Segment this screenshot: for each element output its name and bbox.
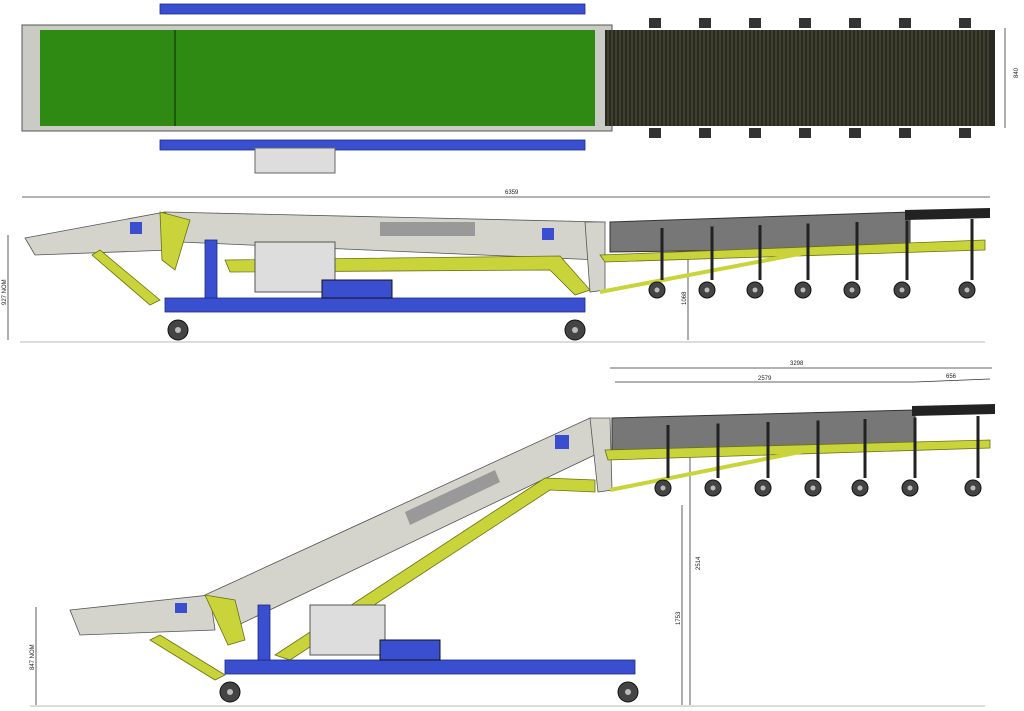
dim-outlet-height: 1068 <box>682 291 688 305</box>
dim-extension-rollers: 2579 <box>758 376 772 382</box>
caster-top <box>699 128 711 138</box>
belt <box>40 30 595 126</box>
dim-extension-total: 3298 <box>790 361 804 367</box>
side-view-raised: 3298 2579 656 2514 1753 847 NOM <box>30 361 995 707</box>
caster-top <box>699 18 711 28</box>
caster-top <box>959 128 971 138</box>
caster-top <box>799 128 811 138</box>
caster-top <box>959 18 971 28</box>
dim-inlet-height: 927 NOM <box>2 279 8 305</box>
dim-outlet-height-max: 2514 <box>696 556 702 570</box>
dim-inlet-height-raised: 847 NOM <box>30 644 36 670</box>
dim-extension-end: 656 <box>946 374 957 380</box>
caster-top <box>849 18 861 28</box>
dim-width: 840 <box>1014 67 1020 78</box>
caster-top <box>899 128 911 138</box>
side-view-lowered: 6359 927 NOM 1068 <box>2 190 990 343</box>
dim-overall-length: 6359 <box>505 190 519 196</box>
control-box-raised <box>309 604 386 656</box>
caster-top <box>899 18 911 28</box>
caster-top <box>849 128 861 138</box>
caster-top <box>649 128 661 138</box>
control-box-top <box>254 147 336 174</box>
caster-top <box>799 18 811 28</box>
caster-top <box>749 18 761 28</box>
top-frame-rail-lower <box>159 139 586 151</box>
caster-top <box>649 18 661 28</box>
caster-top <box>749 128 761 138</box>
dim-outlet-height-mid: 1753 <box>676 611 682 625</box>
top-view: 840 <box>21 3 1020 174</box>
top-frame-rail-upper <box>159 3 586 15</box>
